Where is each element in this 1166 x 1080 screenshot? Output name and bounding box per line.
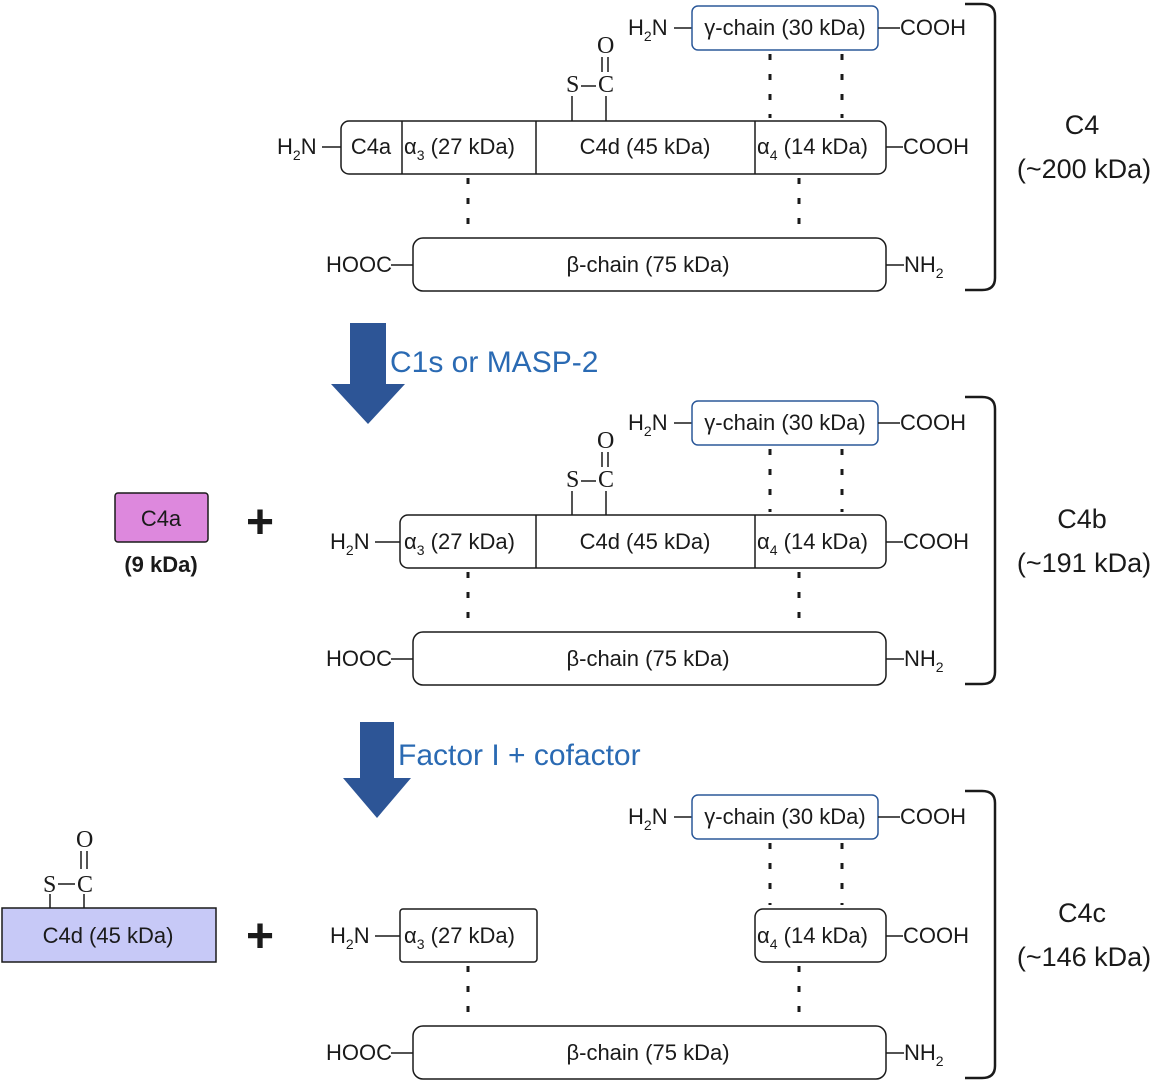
- c4d-segment: C4d (45 kDa): [580, 134, 711, 159]
- svg-text:COOH: COOH: [903, 529, 969, 554]
- svg-text:α4 (14 kDa): α4 (14 kDa): [757, 529, 868, 558]
- svg-text:H2N: H2N: [628, 410, 668, 439]
- plus-sign-1: +: [246, 496, 274, 549]
- svg-text:NH2: NH2: [904, 646, 944, 675]
- alpha3-segment: α3 (27 kDa): [404, 134, 515, 163]
- stage-c4c: H2N γ-chain (30 kDa) COOH H2N α3 (27 kDa…: [326, 789, 1151, 1080]
- c4a-fragment-box: [114, 492, 209, 543]
- c4a-fragment-label: C4a: [141, 506, 182, 531]
- svg-text:C: C: [598, 467, 614, 493]
- c4c-name: C4c: [1058, 898, 1106, 928]
- svg-text:O: O: [597, 428, 614, 454]
- svg-text:COOH: COOH: [900, 804, 966, 829]
- svg-text:C4d (45 kDa): C4d (45 kDa): [580, 529, 711, 554]
- arrow-step2: Factor I + cofactor: [343, 722, 641, 818]
- svg-text:O: O: [76, 827, 93, 853]
- product-c4a: C4a (9 kDa): [114, 492, 209, 577]
- svg-text:H2N: H2N: [330, 529, 370, 558]
- beta-chain-row: HOOC β-chain (75 kDa) NH2: [326, 237, 944, 292]
- svg-text:α4 (14 kDa): α4 (14 kDa): [757, 923, 868, 952]
- svg-text:HOOC: HOOC: [326, 1040, 392, 1065]
- alpha4-segment: α4 (14 kDa): [757, 134, 868, 163]
- svg-text:S: S: [43, 872, 56, 898]
- c4-mass: (~200 kDa): [1017, 154, 1151, 184]
- alpha-chain-row: H2N C4a α3 (27 kDa) C4d (45 kDa) α4 (14 …: [277, 120, 969, 175]
- svg-text:C: C: [598, 72, 614, 98]
- svg-text:NH2: NH2: [904, 252, 944, 281]
- svg-text:H2N: H2N: [628, 804, 668, 833]
- svg-text:C: C: [77, 872, 93, 898]
- svg-text:H2N: H2N: [330, 923, 370, 952]
- svg-text:α3 (27 kDa): α3 (27 kDa): [404, 529, 515, 558]
- beta-chain-label: β-chain (75 kDa): [566, 252, 729, 277]
- c4d-fragment-box: [1, 907, 217, 963]
- svg-text:α3 (27 kDa): α3 (27 kDa): [404, 923, 515, 952]
- svg-text:COOH: COOH: [903, 923, 969, 948]
- down-arrow-icon: [331, 323, 405, 424]
- gamma-chain-row: H2N γ-chain (30 kDa) COOH: [628, 5, 966, 51]
- svg-text:γ-chain (30 kDa): γ-chain (30 kDa): [704, 804, 865, 829]
- gamma-chain-label: γ-chain (30 kDa): [704, 15, 865, 40]
- svg-text:COOH: COOH: [900, 410, 966, 435]
- c4a-segment: C4a: [351, 134, 392, 159]
- svg-text:HOOC: HOOC: [326, 646, 392, 671]
- c4c-mass: (~146 kDa): [1017, 942, 1151, 972]
- svg-text:H2N: H2N: [628, 15, 668, 44]
- stage-c4: H2N γ-chain (30 kDa) COOH S C O H2N: [277, 2, 1151, 292]
- c4c-bracket: [965, 789, 997, 1080]
- step1-label: C1s or MASP-2: [390, 346, 598, 379]
- c4b-mass: (~191 kDa): [1017, 548, 1151, 578]
- down-arrow-icon: [343, 722, 411, 818]
- svg-text:S: S: [566, 72, 579, 98]
- svg-text:β-chain (75 kDa): β-chain (75 kDa): [566, 1040, 729, 1065]
- gamma-cooh: COOH: [900, 15, 966, 40]
- c4-bracket: [965, 2, 997, 292]
- c4b-name: C4b: [1057, 504, 1107, 534]
- svg-text:O: O: [597, 33, 614, 59]
- svg-text:γ-chain (30 kDa): γ-chain (30 kDa): [704, 410, 865, 435]
- c4-name: C4: [1065, 110, 1100, 140]
- svg-text:β-chain (75 kDa): β-chain (75 kDa): [566, 646, 729, 671]
- thioester-group: S C O: [566, 33, 614, 121]
- c4b-bracket: [965, 395, 997, 686]
- c4d-fragment-label: C4d (45 kDa): [43, 923, 174, 948]
- svg-text:COOH: COOH: [903, 134, 969, 159]
- arrow-step1: C1s or MASP-2: [331, 323, 598, 424]
- svg-text:NH2: NH2: [904, 1040, 944, 1069]
- plus-sign-2: +: [246, 910, 274, 963]
- c4a-fragment-mass: (9 kDa): [124, 552, 197, 577]
- stage-c4b: H2N γ-chain (30 kDa) COOH S C O H2N α3 (…: [326, 395, 1151, 686]
- svg-text:S: S: [566, 467, 579, 493]
- svg-text:H2N: H2N: [277, 134, 317, 163]
- product-c4d: S C O C4d (45 kDa): [1, 827, 217, 963]
- step2-label: Factor I + cofactor: [398, 739, 641, 772]
- svg-text:HOOC: HOOC: [326, 252, 392, 277]
